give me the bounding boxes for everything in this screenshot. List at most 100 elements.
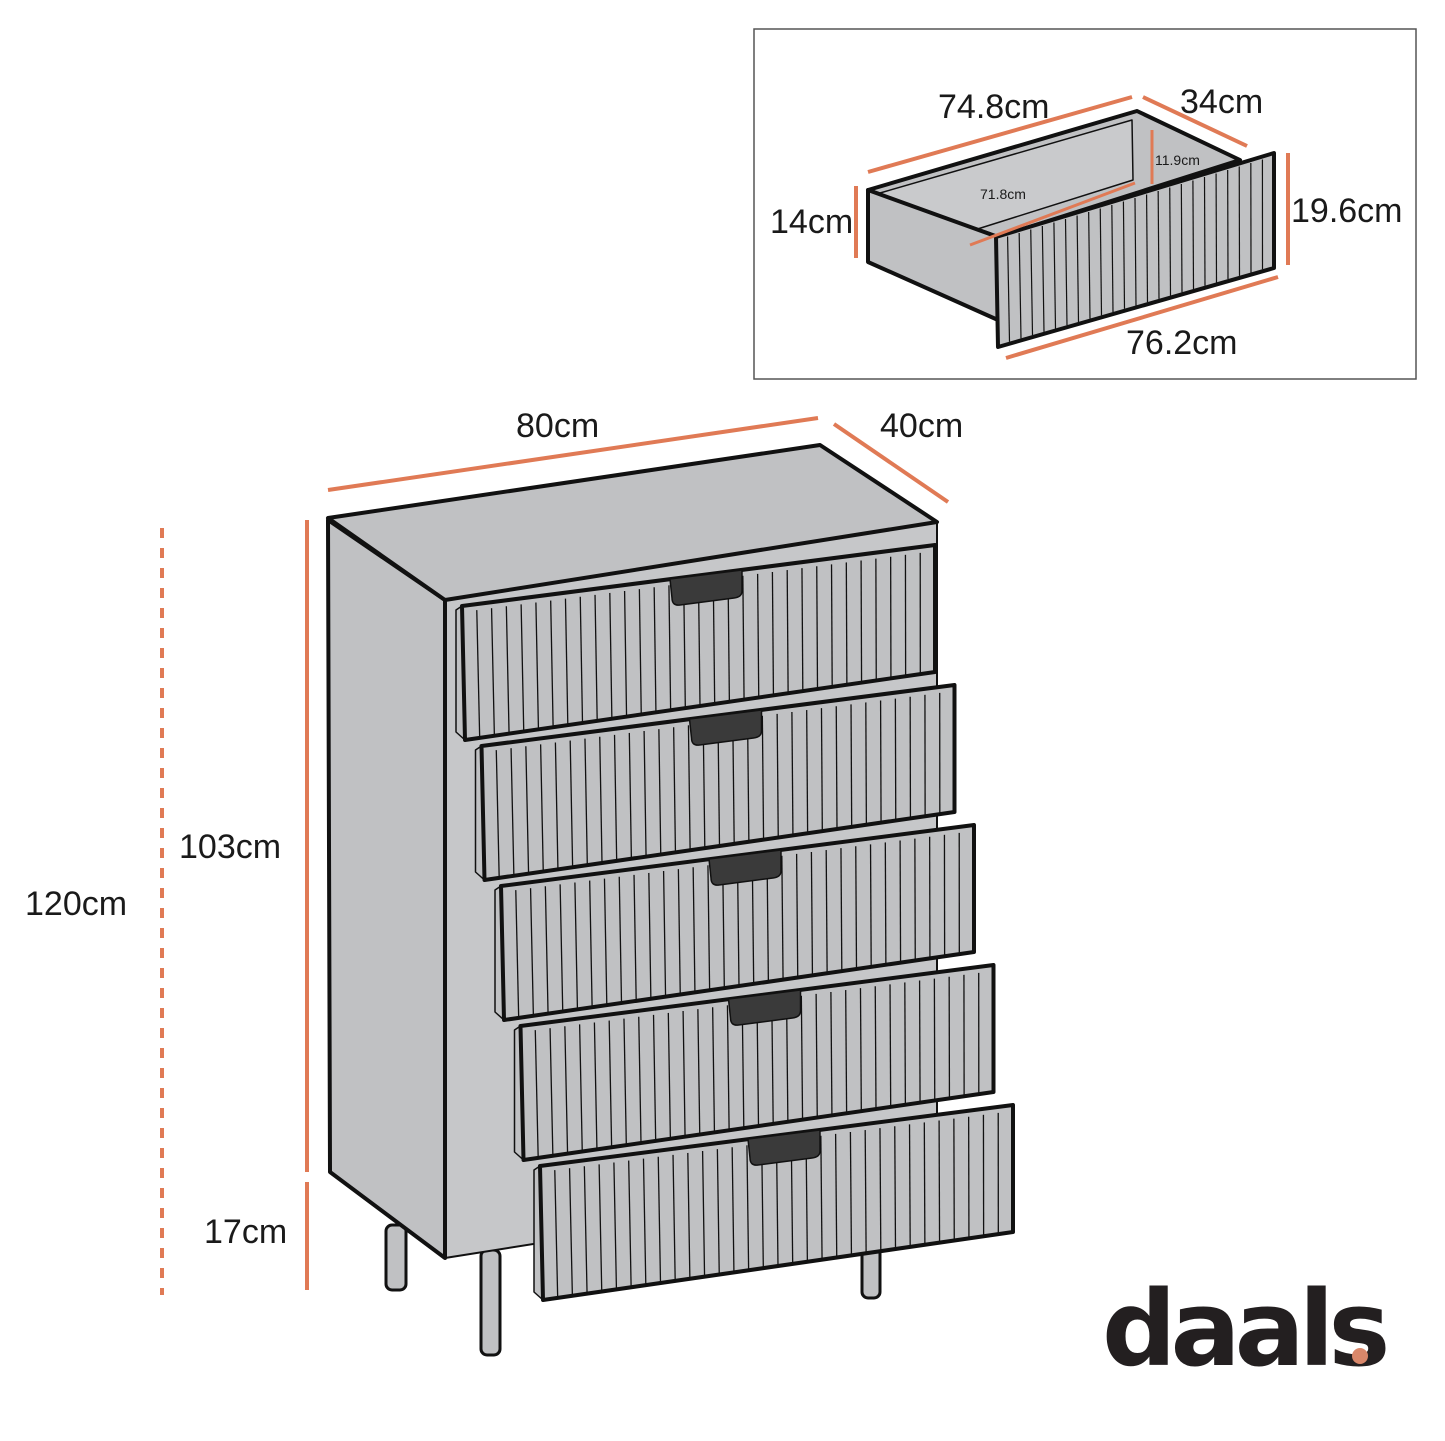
flute-line <box>613 1162 618 1290</box>
flute-line <box>628 1160 632 1288</box>
drawer[interactable] <box>455 543 937 742</box>
flute-line <box>652 1014 657 1141</box>
label-inset-front-height: 19.6cm <box>1291 192 1403 230</box>
flute-line <box>845 562 848 685</box>
flute-line <box>677 869 681 995</box>
flute-line <box>658 729 662 855</box>
flute-line <box>869 844 872 967</box>
drawer-handle[interactable] <box>708 849 782 886</box>
flute-line <box>1157 190 1160 299</box>
logo-text: daals <box>1102 1268 1385 1390</box>
flute-line <box>1203 176 1206 286</box>
label-depth: 40cm <box>880 407 963 445</box>
flute-line <box>1018 232 1022 339</box>
flute-line <box>879 1128 882 1252</box>
flute-line <box>623 1018 627 1146</box>
flute-line <box>549 1028 554 1156</box>
label-leg-height: 17cm <box>204 1213 287 1251</box>
drawer-handle[interactable] <box>669 569 743 606</box>
label-inset-inner-height: 11.9cm <box>1155 152 1200 168</box>
flute-line <box>476 610 481 738</box>
flute-line <box>648 872 652 999</box>
flute-line <box>712 1007 716 1133</box>
flute-line <box>608 1020 613 1148</box>
flute-line <box>701 1151 706 1277</box>
label-inset-side-height: 14cm <box>770 203 853 241</box>
flute-line <box>544 886 549 1014</box>
flute-line <box>564 598 569 726</box>
flute-line <box>642 1158 647 1286</box>
flute-line <box>579 596 584 724</box>
flute-line <box>559 884 564 1012</box>
flute-line <box>1099 208 1103 316</box>
flute-line <box>505 606 510 734</box>
flute-line <box>672 1154 676 1281</box>
inset-drawer <box>866 109 1276 349</box>
flute-line <box>776 713 779 838</box>
flute-line <box>599 736 603 864</box>
flute-line <box>1180 183 1183 293</box>
flute-line <box>633 874 637 1001</box>
leg <box>479 1248 502 1357</box>
label-inset-inner-length: 71.8cm <box>980 186 1026 202</box>
flute-line <box>603 878 608 1006</box>
flute-line <box>1134 197 1137 306</box>
flute-line <box>1169 187 1172 296</box>
label-inset-depth: 34cm <box>1180 83 1263 121</box>
flute-line <box>618 876 623 1004</box>
drawer-handle[interactable] <box>747 1129 821 1166</box>
flute-line <box>830 564 833 687</box>
label-width: 80cm <box>516 407 599 445</box>
flute-line <box>673 727 677 853</box>
drawer[interactable] <box>513 963 996 1162</box>
flute-line <box>800 995 804 1120</box>
flute-line <box>859 988 862 1112</box>
label-total-height: 120cm <box>25 885 127 923</box>
flute-line <box>638 589 642 715</box>
flute-line <box>801 568 804 692</box>
inset-dimension-lines <box>854 95 1290 360</box>
flute-line <box>806 710 809 834</box>
flute-line <box>756 573 760 698</box>
flute-line <box>554 742 559 870</box>
flute-line <box>495 750 500 878</box>
flute-line <box>726 1005 730 1131</box>
flute-line <box>781 855 784 980</box>
drawer-handle[interactable] <box>688 709 763 746</box>
side-panel <box>326 518 447 1260</box>
flute-line <box>761 715 765 840</box>
flute-line <box>1076 215 1080 322</box>
flute-line <box>874 986 877 1110</box>
drawer[interactable] <box>474 683 957 882</box>
flute-line <box>584 738 588 866</box>
daals-logo: daals <box>1102 1268 1391 1390</box>
flute-line <box>1111 204 1114 313</box>
flute-line <box>889 984 892 1107</box>
drawer-handle[interactable] <box>727 989 802 1026</box>
flute-line <box>791 711 794 836</box>
flute-line <box>1145 194 1149 303</box>
drawer[interactable] <box>533 1103 1015 1302</box>
flute-line <box>835 706 838 830</box>
flute-line <box>864 1130 867 1254</box>
flute-line <box>613 734 618 861</box>
flute-line <box>830 991 833 1116</box>
flute-line <box>865 702 868 825</box>
flute-line <box>520 604 525 732</box>
chest-of-drawers <box>326 443 1015 1357</box>
flute-line <box>667 1012 672 1139</box>
flute-line <box>707 865 711 991</box>
flute-line <box>668 585 672 711</box>
flute-line <box>884 842 887 965</box>
flute-line <box>687 725 691 851</box>
flute-line <box>1030 229 1034 336</box>
top-panel <box>326 443 939 602</box>
flute-line <box>550 600 554 728</box>
flute-line <box>850 704 853 827</box>
flute-line <box>786 570 789 694</box>
flute-line <box>795 853 799 978</box>
drawer[interactable] <box>494 823 976 1022</box>
flute-line <box>657 1156 662 1284</box>
flute-line <box>697 1009 701 1135</box>
